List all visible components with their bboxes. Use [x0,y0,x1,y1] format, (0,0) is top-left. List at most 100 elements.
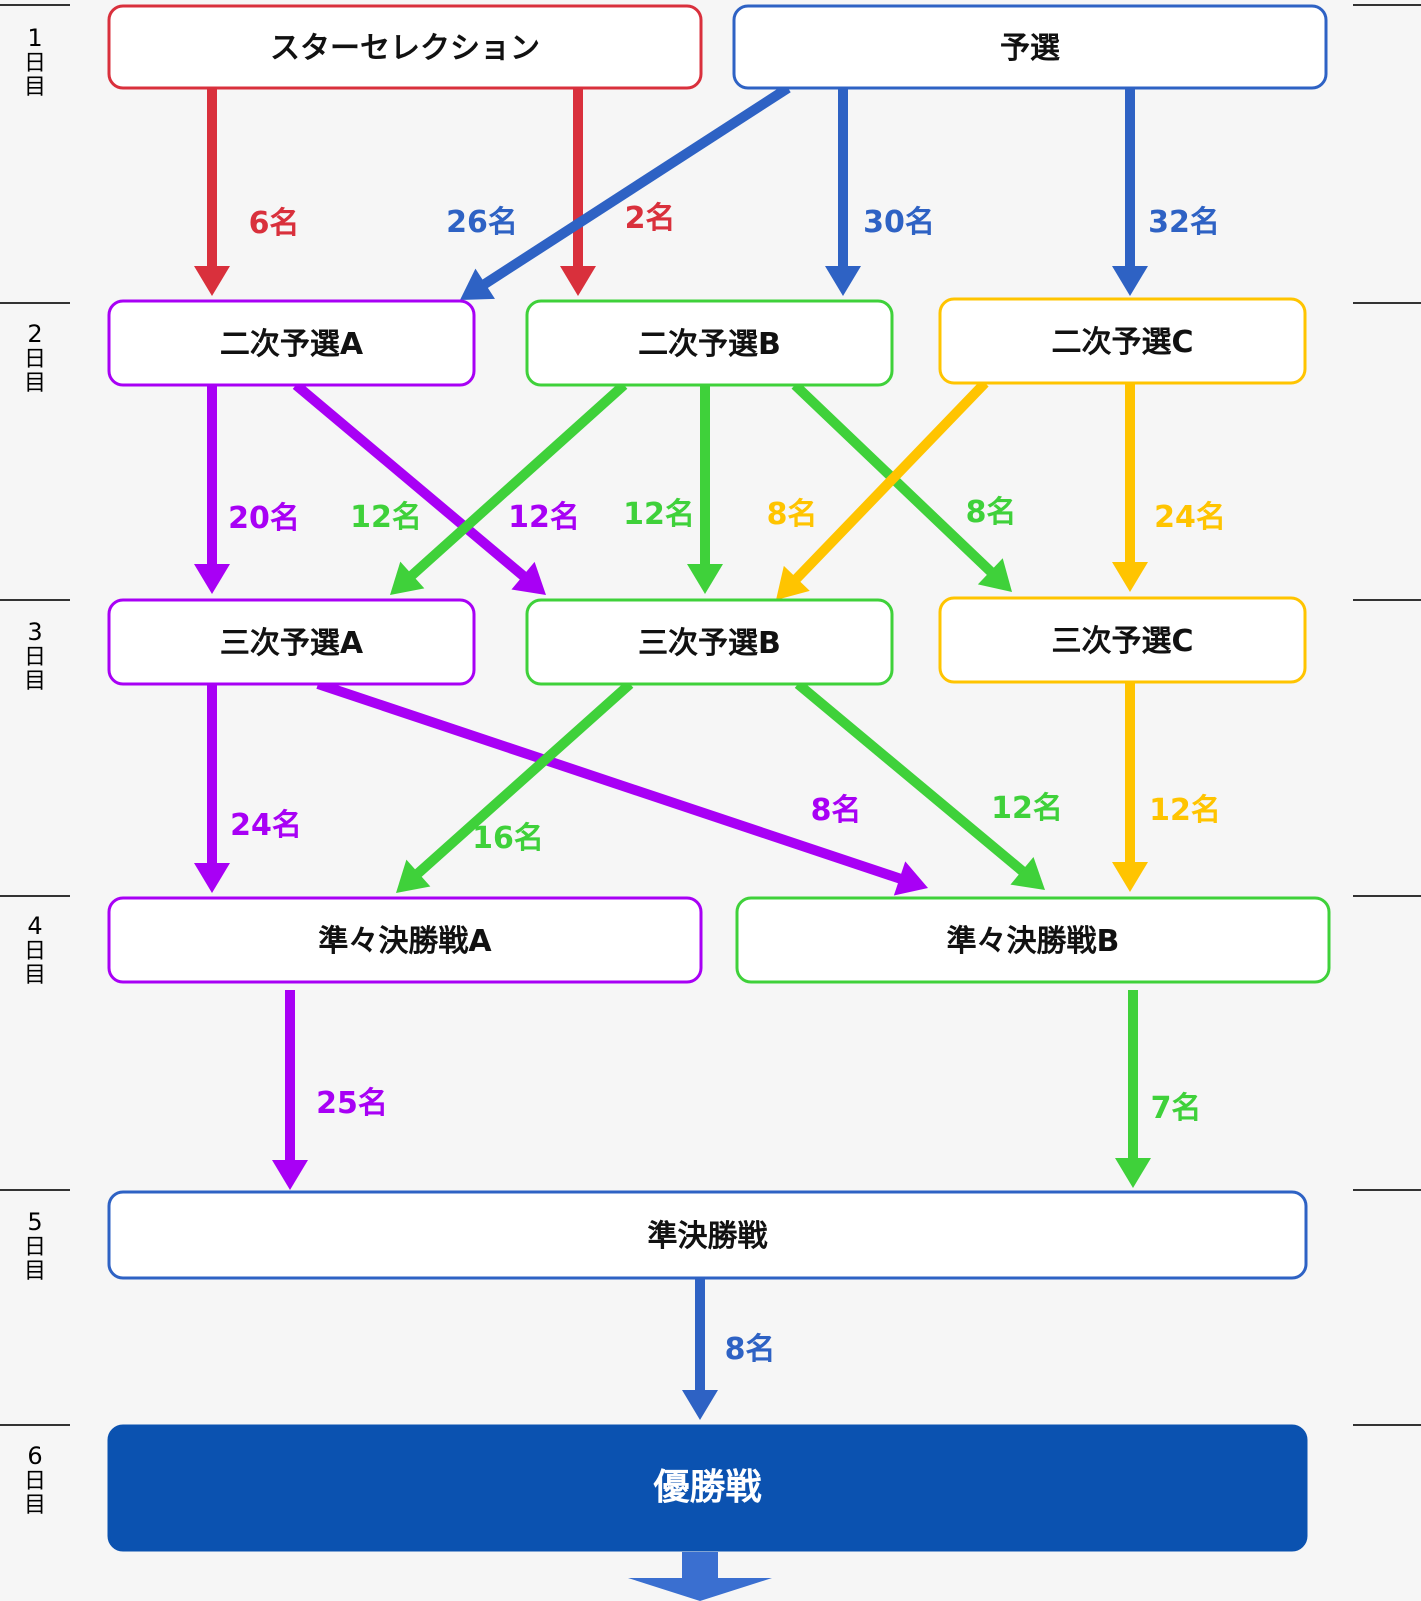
count-label: 24名 [230,808,302,843]
arrow-head [825,266,861,296]
arrow-head [1112,562,1148,592]
count-label: 8名 [767,497,818,532]
stage-title: 三次予選B [638,626,781,661]
arrow-sanji_b-to-junjun_b [794,680,1045,890]
stage-title: 準決勝戦 [648,1219,768,1254]
count-label: 12名 [508,500,580,535]
down-arrow-icon [628,1552,772,1601]
arrow-head [776,565,810,600]
day-label-2: 2日目 [24,320,46,396]
stage-box-border [938,596,1307,684]
arrow-head [194,266,230,296]
count-label: 20名 [228,501,300,536]
day-label-text: 目 [24,963,46,988]
stage-box-border [107,299,476,387]
count-label: 26名 [446,205,518,240]
arrow-shaft [480,83,791,290]
arrow-head [396,859,431,893]
arrow-junjun_a-to-junkessho [272,990,308,1190]
arrow-head [460,268,495,300]
stage-title: 優勝戦 [652,1467,761,1508]
arrow-head [194,863,230,893]
day-label-3: 3日目 [24,618,46,694]
day-label-text: 6 [27,1442,42,1470]
continue-arrow [628,1552,772,1601]
arrow-niji_b-to-sanji_a [390,381,628,595]
day-label-text: 日 [24,939,46,964]
arrow-niji_b-to-sanji_b [687,385,723,594]
day-label-text: 1 [27,24,42,52]
arrow-shaft [791,379,989,584]
count-label: 8名 [966,495,1017,530]
day-label-6: 6日目 [24,1442,46,1518]
day-label-text: 日 [24,51,46,76]
stage-title: 予選 [1000,31,1060,66]
arrow-shaft [407,381,628,581]
arrow-shaft [413,680,634,879]
arrow-sanji_a-to-junjun_b [316,679,928,896]
arrow-head [1010,856,1045,890]
stage-box-border [107,598,476,686]
day-label-text: 日 [24,347,46,372]
arrow-head [893,861,928,896]
count-label: 6名 [249,206,300,241]
arrow-niji_a-to-sanji_b [292,381,546,595]
stage-box-niji-c: 二次予選C [938,297,1307,385]
flow-arrows [194,83,1151,1420]
count-label: 8名 [725,1332,776,1367]
arrow-head [1115,1158,1151,1188]
arrow-yosen-to-niji_b [825,88,861,296]
stage-box-border [107,1424,1308,1552]
stage-title: スターセレクション [270,31,540,66]
stage-box-border [525,598,894,686]
day-label-1: 1日目 [24,24,46,100]
stage-title: 二次予選A [220,327,364,362]
arrow-head [194,564,230,594]
stage-box-junkessho: 準決勝戦 [107,1190,1308,1280]
stage-box-yosen: 予選 [732,4,1328,90]
arrow-head [1112,862,1148,892]
stage-box-sanji-c: 三次予選C [938,596,1307,684]
day-label-text: 日 [24,1469,46,1494]
stage-box-border [735,896,1331,984]
stage-box-yushosen: 優勝戦 [107,1424,1308,1552]
stage-title: 三次予選C [1051,624,1193,659]
count-label: 24名 [1154,500,1226,535]
day-label-text: 目 [24,669,46,694]
arrow-head [687,564,723,594]
day-label-text: 目 [24,1493,46,1518]
count-label: 32名 [1148,205,1220,240]
arrow-sanji_c-to-junjun_b [1112,682,1148,892]
count-label: 2名 [625,201,676,236]
stage-box-border [107,4,703,90]
arrow-star_selection-to-niji_a [194,88,230,296]
arrow-head [511,561,546,595]
arrow-yosen-to-niji_a [460,83,791,300]
arrow-head [390,561,425,595]
arrow-star_selection-to-niji_b [560,88,596,296]
day-label-text: 3 [27,618,42,646]
day-label-text: 日 [24,645,46,670]
stage-box-border [732,4,1328,90]
arrow-niji_c-to-sanji_c [1112,383,1148,592]
stage-box-border [107,896,703,984]
day-label-4: 4日目 [24,912,46,988]
day-label-5: 5日目 [24,1208,46,1284]
stage-box-junjun-a: 準々決勝戦A [107,896,703,984]
day-dividers [0,4,1421,1426]
count-label: 12名 [991,791,1063,826]
day-label-text: 4 [27,912,42,940]
arrow-head [682,1390,718,1420]
arrow-sanji_b-to-junjun_a [396,680,634,893]
day-label-text: 目 [24,1259,46,1284]
arrow-niji_a-to-sanji_a [194,385,230,594]
stage-box-border [525,299,894,387]
day-label-text: 2 [27,320,42,348]
count-label: 12名 [623,497,695,532]
count-label: 7名 [1151,1091,1202,1126]
arrow-head [1112,266,1148,296]
stage-title: 準々決勝戦A [318,924,492,959]
